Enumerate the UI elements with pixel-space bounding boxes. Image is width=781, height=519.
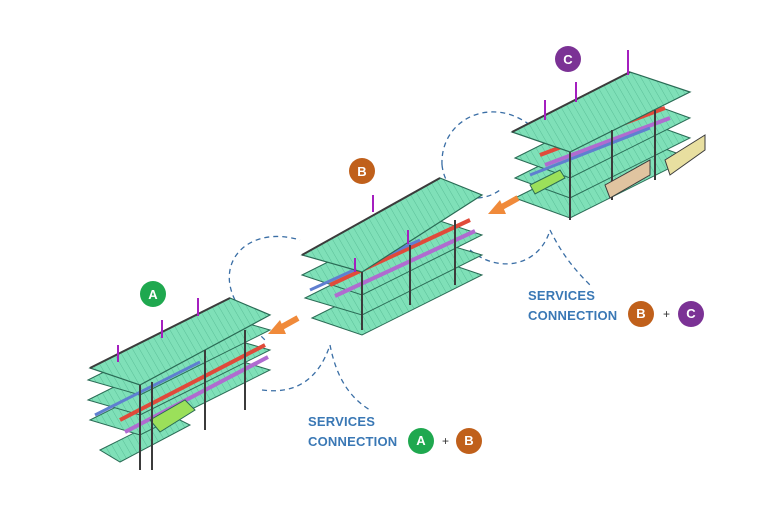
services-connection-ab-text: SERVICES CONNECTION <box>308 412 397 452</box>
module-b-label: B <box>357 164 366 179</box>
module-c-label: C <box>563 52 573 67</box>
badge-a: A <box>408 428 434 454</box>
plus-sign: + <box>442 434 450 448</box>
arrow-c-to-b <box>488 195 520 214</box>
module-a-marker: A <box>140 281 166 307</box>
module-c-marker: C <box>555 46 581 72</box>
module-a-label: A <box>148 287 158 302</box>
connection-line: CONNECTION <box>528 308 618 323</box>
services-connection-bc-text: SERVICES CONNECTION <box>528 286 617 326</box>
connection-zone-bc <box>441 111 591 286</box>
module-a-building <box>86 297 272 470</box>
services-line: SERVICES <box>308 414 376 429</box>
plus-sign: + <box>663 307 671 321</box>
badge-b: B <box>456 428 482 454</box>
module-c-building <box>510 50 706 220</box>
badge-b: B <box>628 301 654 327</box>
badge-c: C <box>678 301 704 327</box>
module-b-building <box>300 177 484 336</box>
connection-line: CONNECTION <box>308 434 398 449</box>
arrow-b-to-a <box>268 315 300 334</box>
services-line: SERVICES <box>528 288 596 303</box>
module-b-marker: B <box>349 158 375 184</box>
